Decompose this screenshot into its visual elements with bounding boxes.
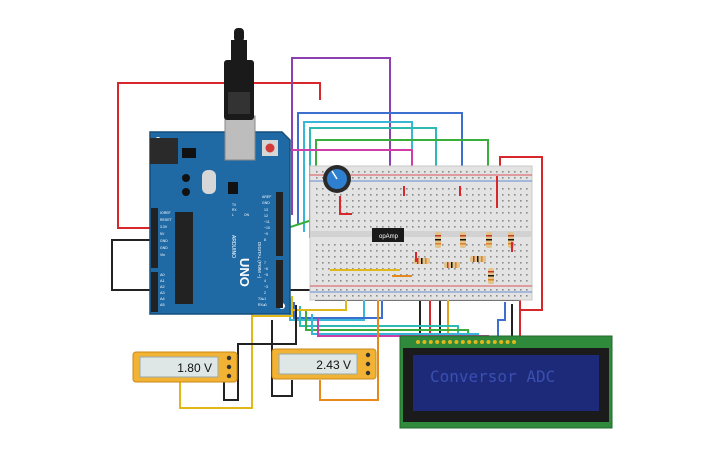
svg-text:~6: ~6 <box>264 267 268 271</box>
svg-text:5V: 5V <box>160 232 165 236</box>
digital-label: DIGITAL (PWM ~) <box>257 242 262 279</box>
svg-text:ON: ON <box>244 213 250 217</box>
svg-text:13: 13 <box>264 208 268 212</box>
svg-text:RESET: RESET <box>160 218 173 222</box>
breadboard-jumpers <box>330 176 513 277</box>
svg-text:A0: A0 <box>160 273 165 277</box>
power-pin-labels: IOREF RESET 3.3V 5V GND GND Vin <box>160 211 173 257</box>
svg-text:4: 4 <box>264 279 266 283</box>
analog-pin-labels: A0 A1 A2 A3 A4 A5 <box>160 273 165 307</box>
svg-text:RX◂0: RX◂0 <box>258 303 267 307</box>
svg-text:GND: GND <box>160 246 168 250</box>
lcd-text: Conversor ADC <box>430 367 555 386</box>
resistor <box>444 262 460 268</box>
arduino-brand: ARDUINO <box>230 235 236 258</box>
resistor <box>435 232 441 248</box>
arduino-model: UNO <box>237 258 252 287</box>
multimeter-1-reading: 1.80 V <box>177 361 212 375</box>
svg-text:A1: A1 <box>160 279 165 283</box>
resistor <box>488 268 494 284</box>
gnd-label: GND <box>262 201 270 205</box>
svg-text:2: 2 <box>264 291 266 295</box>
svg-text:TX: TX <box>232 203 237 207</box>
resistor <box>460 232 466 248</box>
svg-text:IOREF: IOREF <box>160 211 171 215</box>
digital-pin-labels: 13 12 ~11 ~10 ~9 8 7 ~6 ~5 4 ~3 2 TX▸1 R… <box>258 208 270 307</box>
resistor <box>470 256 486 262</box>
svg-text:~10: ~10 <box>264 226 270 230</box>
opamp-chip[interactable]: opAmp <box>372 228 404 242</box>
svg-text:~3: ~3 <box>264 285 268 289</box>
usb-port <box>224 115 256 161</box>
resistor <box>486 232 492 248</box>
resistors <box>414 232 514 284</box>
opamp-label: opAmp <box>379 234 399 240</box>
microcontroller-chip <box>175 212 193 304</box>
multimeter-1[interactable]: 1.80 V <box>132 351 238 383</box>
multimeter-2-reading: 2.43 V <box>316 358 351 372</box>
svg-text:~11: ~11 <box>264 220 270 224</box>
svg-text:12: 12 <box>264 214 268 218</box>
power-jack <box>150 138 178 164</box>
potentiometer-icon[interactable] <box>323 165 351 193</box>
lcd-module[interactable]: Conversor ADC <box>399 335 613 429</box>
breadboard-holes <box>316 171 528 297</box>
usb-cable-icon[interactable] <box>224 28 254 120</box>
svg-text:L: L <box>232 213 234 217</box>
svg-text:RX: RX <box>232 208 237 212</box>
svg-text:8: 8 <box>264 238 266 242</box>
svg-text:TX▸1: TX▸1 <box>258 297 266 301</box>
svg-text:GND: GND <box>160 239 168 243</box>
aref-label: AREF <box>262 195 271 199</box>
resistor <box>414 258 430 264</box>
arduino-uno[interactable]: ARDUINO UNO DIGITAL (PWM ~) AREF GND IOR… <box>149 115 291 315</box>
lcd-header-pins <box>416 340 516 344</box>
svg-text:A4: A4 <box>160 297 165 301</box>
svg-text:7: 7 <box>264 261 266 265</box>
svg-text:A2: A2 <box>160 285 165 289</box>
led-labels: TX RX L ON <box>232 203 250 217</box>
svg-text:A3: A3 <box>160 291 165 295</box>
svg-text:Vin: Vin <box>160 253 165 257</box>
svg-text:~9: ~9 <box>264 232 268 236</box>
multimeter-2[interactable]: 2.43 V <box>271 348 377 380</box>
svg-text:3.3V: 3.3V <box>160 225 168 229</box>
svg-text:~5: ~5 <box>264 273 268 277</box>
svg-text:A5: A5 <box>160 303 165 307</box>
